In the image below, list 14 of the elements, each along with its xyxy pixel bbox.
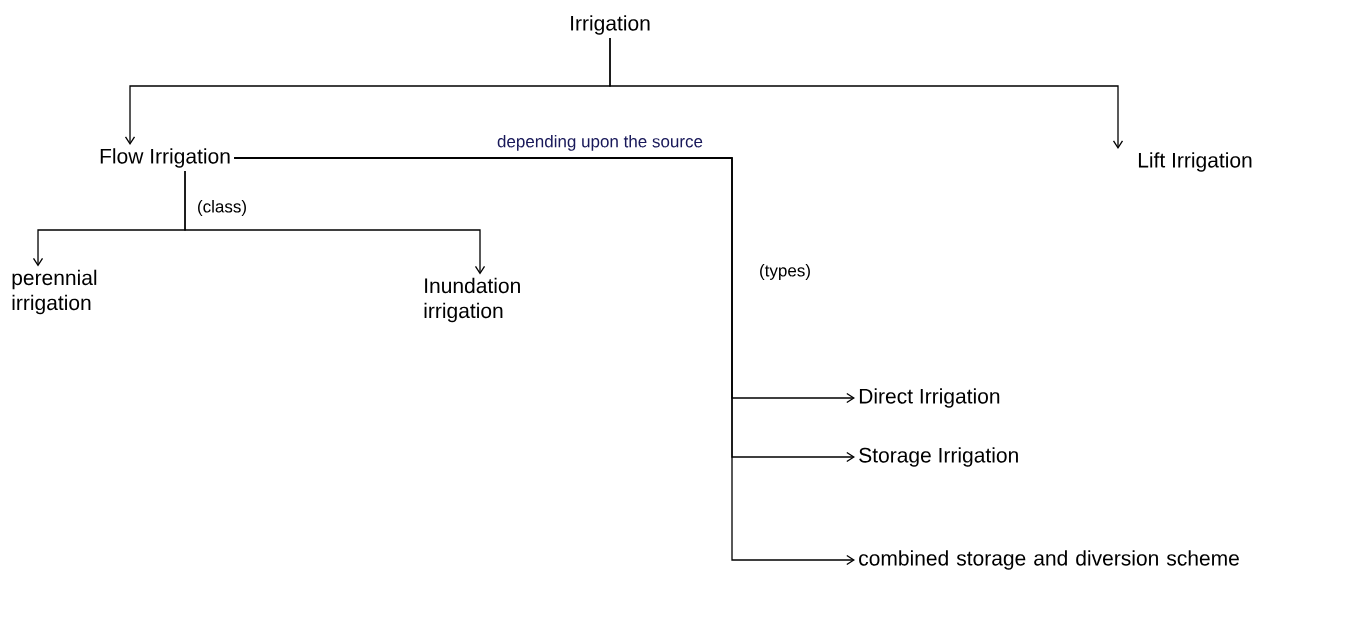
arrow — [184, 170, 486, 275]
heading-text: Irrigation — [571, 15, 650, 35]
annotation-text: (types) — [760, 264, 810, 280]
category-label: perennial irrigation — [12, 269, 97, 315]
category-label: combined storage and diversion scheme — [859, 550, 1239, 570]
category-label: Flow Irrigation — [100, 148, 230, 168]
arrow — [233, 157, 855, 566]
category-label: Direct Irrigation — [859, 388, 1000, 408]
category-label: Lift Irrigation — [1138, 152, 1252, 172]
category-label: Storage Irrigation — [859, 447, 1018, 467]
edge-label: depending upon the source — [496, 133, 705, 152]
category-label: Inundation irrigation — [424, 277, 520, 323]
annotation-text: (class) — [198, 200, 246, 216]
arrow — [609, 37, 1124, 149]
